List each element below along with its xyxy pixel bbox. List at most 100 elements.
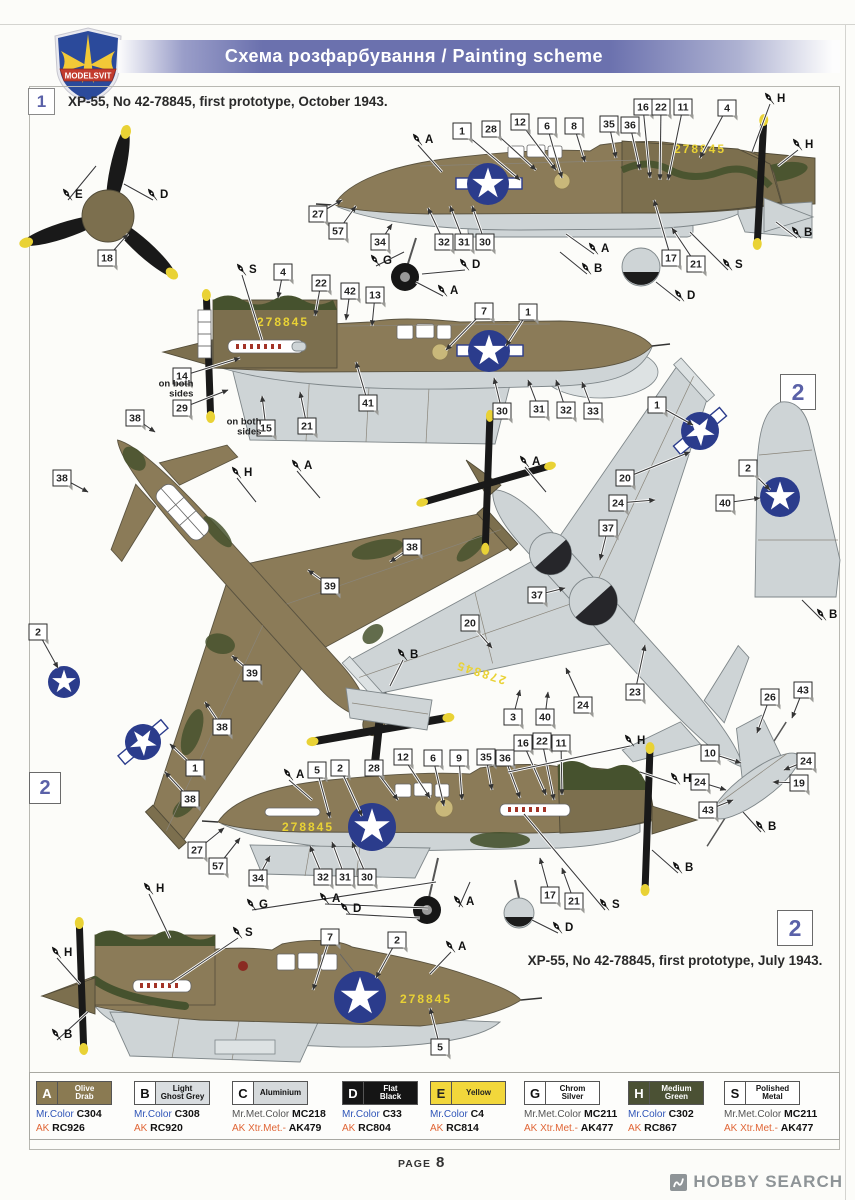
- paint-pen-icon-E: E: [60, 186, 83, 203]
- callout-view1-left-profile-21: 21: [686, 255, 707, 277]
- paint-pen-icon-A: A: [451, 893, 474, 910]
- callout-bottom-view-2: 2: [738, 459, 759, 481]
- note-on-both-sides-0: on both sides: [158, 378, 194, 400]
- callout-view1-right-profile-21: 21: [297, 417, 318, 439]
- paint-pen-icon-D: D: [145, 186, 168, 203]
- shield-icon: MODELSVIT: [54, 27, 122, 104]
- paint-pen-icon-A: A: [289, 457, 312, 474]
- callout-bottom-view-1: 1: [647, 396, 668, 418]
- callout-top-view-1: 1: [185, 759, 206, 781]
- scan-edge-right: [845, 24, 846, 1200]
- callout-view1-left-profile-36: 36: [620, 116, 641, 138]
- callout-view1-left-profile-4: 4: [717, 99, 738, 121]
- callout-view1-right-profile-30: 30: [492, 402, 513, 424]
- callout-view2-left-profile-21: 21: [564, 892, 585, 914]
- logo-text: MODELSVIT: [65, 72, 112, 81]
- section-marker-2-1: 2: [780, 374, 816, 410]
- callout-tail-piece-19: 19: [789, 774, 810, 796]
- content-frame: [29, 86, 840, 1150]
- callout-view2-left-profile-22: 22: [532, 732, 553, 754]
- callout-bottom-view-23: 23: [625, 683, 646, 705]
- callout-bottom-view-24: 24: [573, 696, 594, 718]
- callout-top-view-38: 38: [212, 718, 233, 740]
- svg-text:278845: 278845: [282, 820, 334, 834]
- callout-view1-right-profile-7: 7: [474, 302, 495, 324]
- paint-pen-icon-B: B: [49, 1026, 72, 1043]
- callout-view1-left-profile-17: 17: [661, 249, 682, 271]
- callout-bottom-view-40: 40: [535, 708, 556, 730]
- callout-view2-left-profile-57: 57: [208, 857, 229, 879]
- callout-bottom-view-43: 43: [793, 681, 814, 703]
- paint-pen-icon-A: A: [443, 938, 466, 955]
- callout-view1-right-profile-32: 32: [556, 401, 577, 423]
- callout-top-view-38: 38: [52, 469, 73, 491]
- callout-view1-right-profile-29: 29: [172, 399, 193, 421]
- callout-top-view-38: 38: [402, 538, 423, 560]
- callout-view1-right-profile-33: 33: [583, 402, 604, 424]
- callout-view1-right-profile-13: 13: [365, 286, 386, 308]
- section-2-title: XP-55, No 42-78845, first prototype, Jul…: [527, 953, 823, 968]
- paint-pen-icon-H: H: [790, 136, 813, 153]
- note-on-both-sides-1: on both sides: [226, 416, 262, 438]
- hobby-search-icon: [670, 1173, 688, 1191]
- callout-view1-left-profile-30: 30: [475, 233, 496, 255]
- callout-view2-right-profile-5: 5: [430, 1038, 451, 1060]
- paint-pen-icon-B: B: [753, 818, 776, 835]
- section-marker-2-0: 2: [29, 772, 61, 804]
- hobby-search-watermark: HOBBY SEARCH: [670, 1172, 843, 1192]
- callout-bottom-view-20: 20: [615, 469, 636, 491]
- page-title: Схема розфарбування / Painting scheme: [118, 40, 840, 73]
- insignia-top-view: [48, 666, 169, 766]
- callout-top-view-38: 38: [180, 790, 201, 812]
- callout-bottom-view-20: 20: [460, 614, 481, 636]
- callout-bottom-view-24: 24: [608, 494, 629, 516]
- callout-view1-right-profile-31: 31: [529, 400, 550, 422]
- paint-pen-icon-S: S: [230, 924, 253, 941]
- callout-bottom-view-37: 37: [527, 586, 548, 608]
- callout-top-view-39: 39: [320, 577, 341, 599]
- paint-pen-icon-A: A: [281, 766, 304, 783]
- callout-view1-left-profile-12: 12: [510, 113, 531, 135]
- callout-view1-left-profile-35: 35: [599, 115, 620, 137]
- page-label: PAGE: [398, 1158, 431, 1170]
- callout-view2-left-profile-6: 6: [423, 749, 444, 771]
- callout-view1-left-profile-22: 22: [651, 98, 672, 120]
- callout-view1-left-profile-57: 57: [328, 222, 349, 244]
- paint-pen-icon-S: S: [720, 256, 743, 273]
- paint-pen-icon-G: G: [368, 252, 392, 269]
- paint-pen-icon-D: D: [338, 900, 361, 917]
- paint-pen-icon-A: A: [435, 282, 458, 299]
- callout-view2-left-profile-17: 17: [540, 886, 561, 908]
- callout-view2-right-profile-7: 7: [320, 928, 341, 950]
- paint-pen-icon-H: H: [229, 464, 252, 481]
- callout-view2-left-profile-28: 28: [364, 759, 385, 781]
- callout-bottom-view-40: 40: [715, 494, 736, 516]
- illustration-stabilizer-piece: [345, 687, 433, 731]
- paint-pen-icon-H: H: [762, 90, 785, 107]
- paint-pen-icon-A: A: [517, 453, 540, 470]
- scan-edge-top: [0, 24, 855, 25]
- callout-view1-left-profile-28: 28: [481, 120, 502, 142]
- paint-pen-icon-D: D: [550, 919, 573, 936]
- callout-view1-left-profile-11: 11: [673, 98, 694, 120]
- callout-view2-left-profile-36: 36: [495, 749, 516, 771]
- callout-view2-left-profile-12: 12: [393, 748, 414, 770]
- callout-view2-left-profile-31: 31: [335, 868, 356, 890]
- callout-tail-piece-24: 24: [796, 752, 817, 774]
- callout-view1-left-profile-8: 8: [564, 117, 585, 139]
- hobby-search-text: HOBBY SEARCH: [693, 1172, 843, 1191]
- svg-text:278845: 278845: [400, 992, 452, 1006]
- callout-view2-left-profile-9: 9: [449, 749, 470, 771]
- paint-pen-icon-B: B: [814, 606, 837, 623]
